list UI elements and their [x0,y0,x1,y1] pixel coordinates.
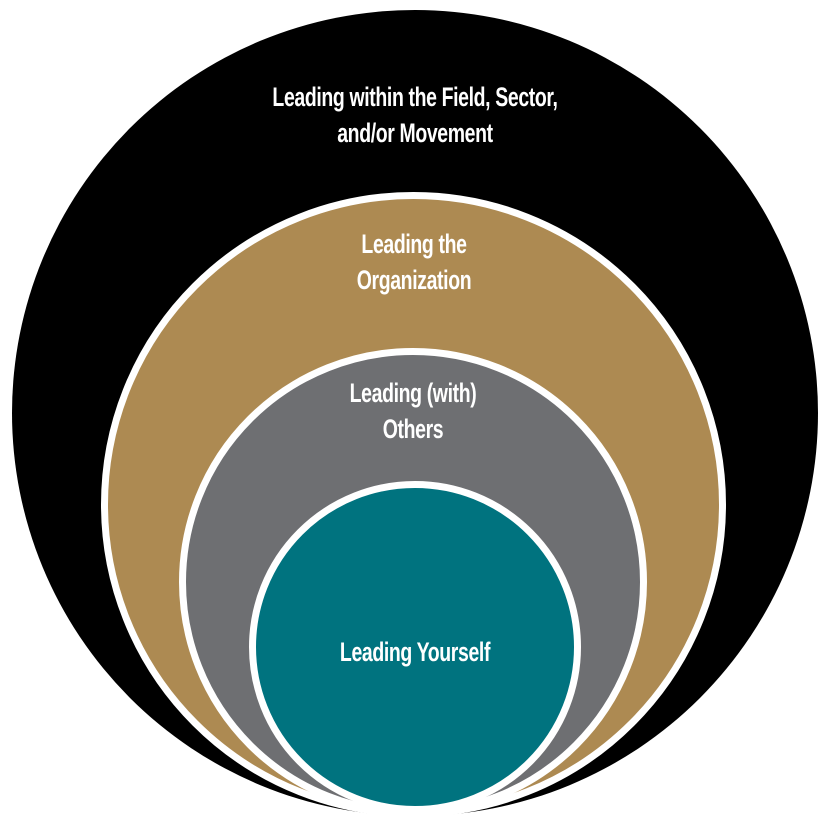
label-leading-the-organization: Leading the Organization [356,229,471,295]
label-leading-yourself: Leading Yourself [339,637,491,667]
circle-leading-yourself: Leading Yourself [249,481,581,813]
label-leading-within-field-sector-movement: Leading within the Field, Sector, and/or… [272,82,558,148]
label-leading-with-others: Leading (with) Others [349,378,477,444]
